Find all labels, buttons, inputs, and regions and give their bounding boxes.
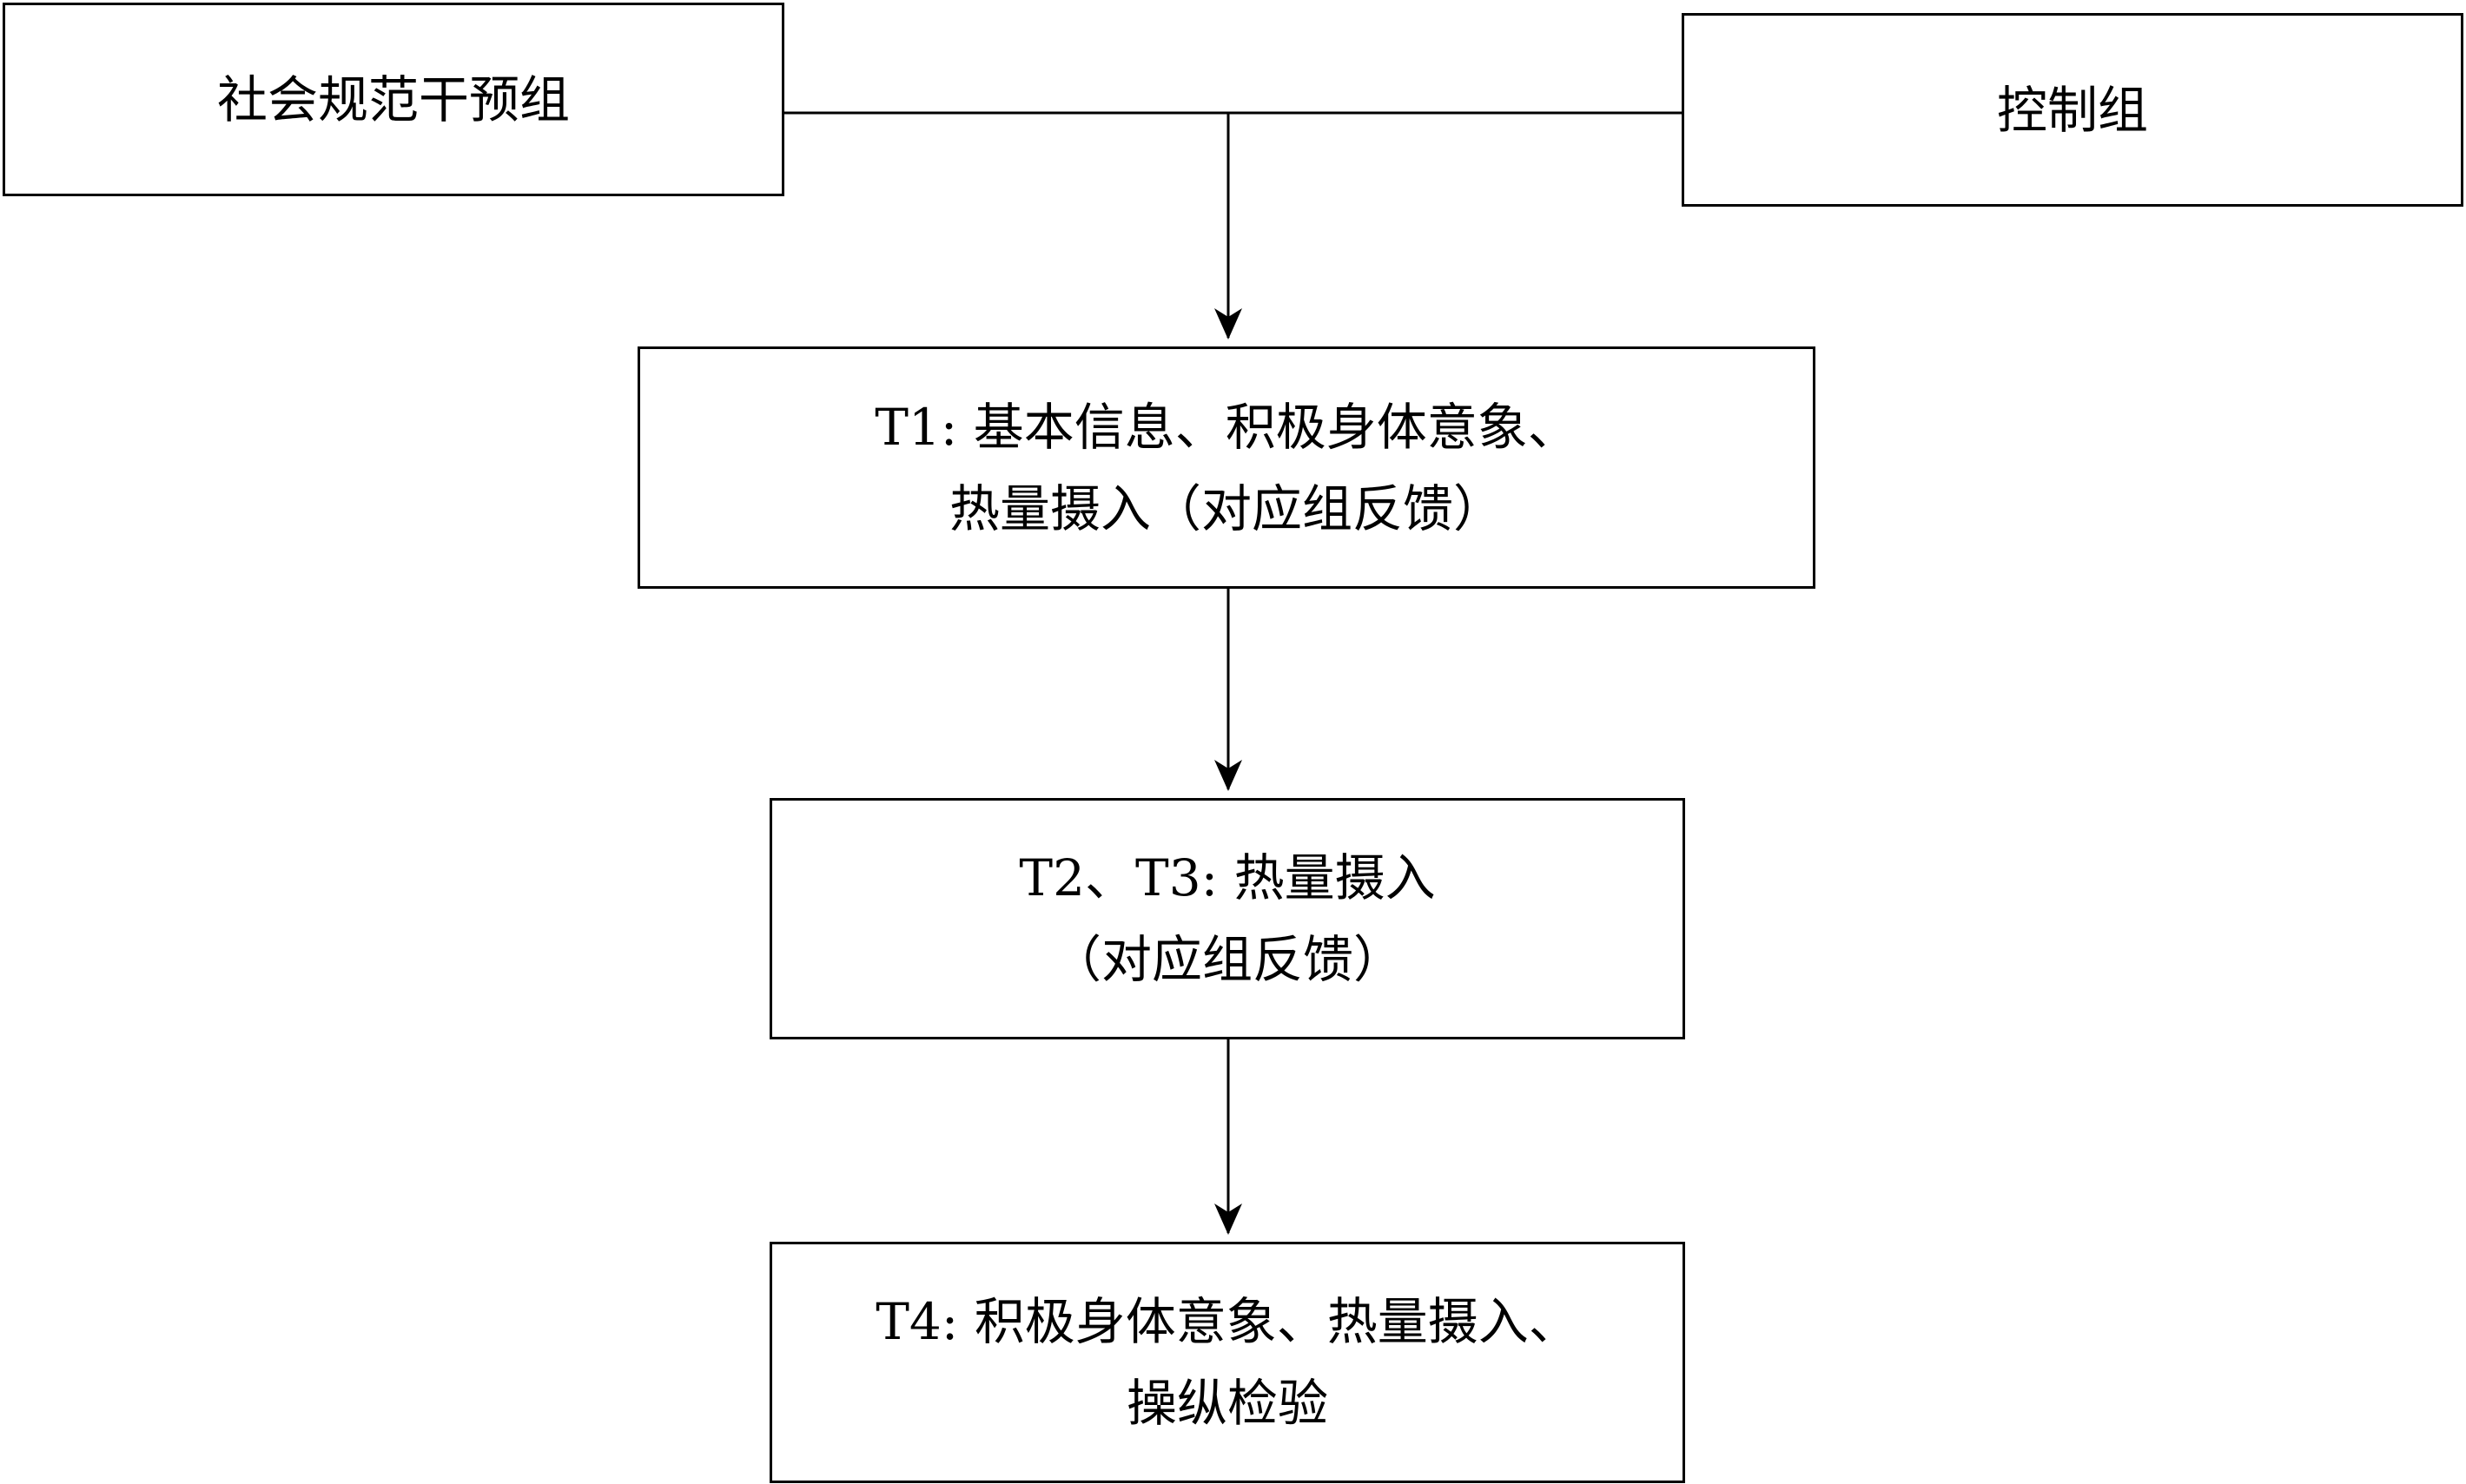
t1-label-line1: T1: 基本信息、积极身体意象、 — [875, 397, 1578, 457]
t2-t3-label-line1: T2、T3: 热量摄入 — [1019, 848, 1436, 907]
control-group-box: 控制组 — [1682, 13, 2463, 207]
arrowhead-groups-to-t1 — [1214, 308, 1242, 340]
arrowhead-t2t3-to-t4 — [1214, 1204, 1242, 1235]
intervention-group-box: 社会规范干预组 — [3, 3, 784, 196]
intervention-group-label: 社会规范干预组 — [216, 69, 570, 129]
t1-box: T1: 基本信息、积极身体意象、 热量摄入（对应组反馈） — [638, 346, 1815, 589]
control-group-label: 控制组 — [1996, 80, 2148, 140]
t2-t3-box: T2、T3: 热量摄入 （对应组反馈） — [770, 798, 1685, 1039]
t4-label-line2: 操纵检验 — [1126, 1374, 1328, 1433]
t4-label-line1: T4: 积极身体意象、热量摄入、 — [876, 1292, 1579, 1351]
arrowhead-t1-to-t2t3 — [1214, 760, 1242, 791]
t4-box: T4: 积极身体意象、热量摄入、 操纵检验 — [770, 1242, 1685, 1483]
t1-label-line2: 热量摄入（对应组反馈） — [949, 478, 1504, 538]
t2-t3-label-line2: （对应组反馈） — [1050, 930, 1404, 989]
